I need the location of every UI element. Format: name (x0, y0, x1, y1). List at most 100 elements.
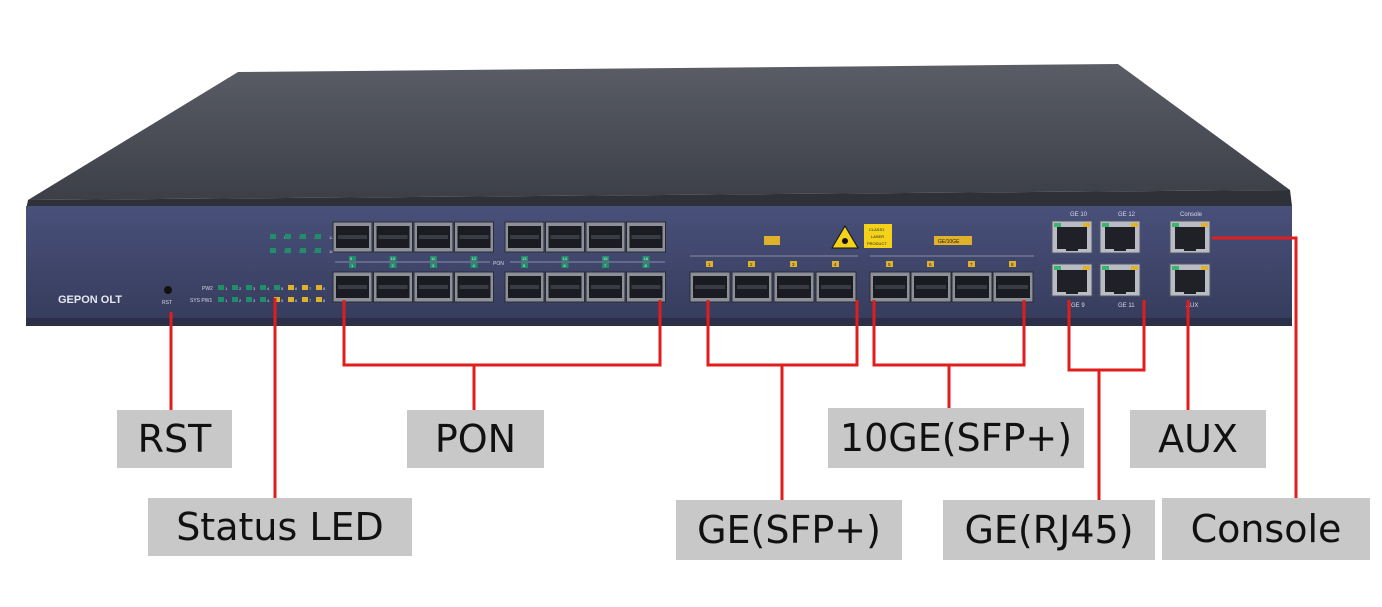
ge-sfp-number: 2 (750, 262, 753, 267)
aux-port[interactable] (1169, 263, 1211, 297)
pon-top-number: 12 (472, 256, 477, 261)
ten-ge-sfp-port-5[interactable] (869, 271, 911, 303)
pon-bottom-number: 5 (523, 263, 526, 268)
callout-pon: PON (407, 410, 544, 468)
pon-top-number: 10 (391, 256, 396, 261)
pon-led (642, 256, 650, 261)
model-label: GEPON OLT (58, 294, 122, 306)
console-port[interactable] (1169, 220, 1211, 254)
status-led (218, 297, 224, 302)
pon-port-4[interactable] (454, 271, 494, 303)
ge-sfp-number: 1 (708, 262, 711, 267)
status-led (300, 248, 306, 253)
pon-led (430, 256, 437, 261)
status-led-number: 8 (323, 286, 326, 291)
status-led (285, 234, 291, 239)
rst-button[interactable] (164, 286, 172, 294)
ten-ge-sfp-port-6[interactable] (910, 271, 952, 303)
pon-port-8[interactable] (626, 271, 666, 303)
status-led-number: 4 (267, 286, 270, 291)
rj45-port-ge9[interactable] (1051, 263, 1093, 297)
laser-warning-dot (842, 238, 848, 244)
status-led-number: 6 (295, 298, 298, 303)
status-led-number: 1 (225, 298, 228, 303)
ge-sfp-port-3[interactable] (773, 271, 815, 303)
ge-rj45-ports (1051, 220, 1211, 297)
ge-sfp-port-4[interactable] (815, 271, 857, 303)
status-led (260, 285, 266, 290)
pon-led (389, 256, 397, 261)
pon-port-14[interactable] (545, 221, 585, 253)
rj45-port-ge12[interactable] (1099, 220, 1141, 254)
status-led-number: 12 (329, 235, 334, 240)
sys-pw1-label: SYS PW1 (190, 298, 212, 304)
laser-warning-icon (831, 225, 859, 249)
pon-led (349, 256, 356, 261)
rj45-callout-line (1067, 300, 1146, 372)
console-port-label: Console (1180, 212, 1203, 218)
ge-label-plate (764, 236, 780, 245)
status-led (270, 234, 276, 239)
ge-sfp-number: 4 (834, 262, 837, 267)
pon-port-2[interactable] (373, 271, 413, 303)
laser-warning-plate (864, 224, 892, 248)
status-led (315, 248, 321, 253)
pon-port-9[interactable] (332, 221, 373, 253)
pon-port-11[interactable] (413, 221, 454, 253)
status-led (285, 248, 291, 253)
status-led (274, 285, 280, 290)
status-led-number: 1 (225, 286, 228, 291)
status-led-number: 2 (239, 286, 242, 291)
pon-bottom-number: 8 (645, 263, 648, 268)
status-led-number: 5 (281, 298, 284, 303)
pon-led (470, 263, 478, 268)
status-led (218, 285, 224, 290)
ge10-sfp-led (927, 261, 934, 267)
callout-ge-sfp: GE(SFP+) (676, 500, 902, 560)
status-led (302, 285, 308, 290)
pon-led (561, 256, 569, 261)
ten-ge-sfp-port-8[interactable] (992, 271, 1034, 303)
rj45-port-ge11[interactable] (1099, 263, 1141, 297)
pon-port-5[interactable] (504, 271, 545, 303)
pon-port-12[interactable] (454, 221, 494, 253)
ge10-sfp-led (968, 261, 975, 267)
callout-10ge-sfp: 10GE(SFP+) (828, 408, 1084, 468)
aux-port-label: AUX (1186, 303, 1198, 309)
pon-led (602, 256, 609, 261)
pon-led (389, 263, 397, 268)
ge10-sfp-number: 6 (929, 262, 932, 267)
ge-sfp-port-1[interactable] (689, 271, 731, 303)
console-callout-line (1212, 236, 1298, 498)
status-led (316, 285, 322, 290)
laser-warning-line3: PRODUCT (867, 241, 887, 246)
pon-led (602, 263, 609, 268)
ge-sfp-port-2[interactable] (731, 271, 773, 303)
status-led (232, 285, 238, 290)
rj45-port-ge10[interactable] (1051, 220, 1093, 254)
ge-sfp-led (706, 261, 713, 267)
status-led-number: 2 (239, 298, 242, 303)
status-led (316, 297, 322, 302)
pon-port-10[interactable] (373, 221, 413, 253)
ten-ge-sfp-port-7[interactable] (951, 271, 993, 303)
pon-bottom-number: 3 (432, 263, 435, 268)
pon-led (470, 256, 478, 261)
status-led-number: 8 (323, 298, 326, 303)
ge10-sfp-number: 8 (1011, 262, 1014, 267)
pon-port-6[interactable] (545, 271, 585, 303)
status-led-number: 16 (329, 249, 334, 254)
pon-port-1[interactable] (332, 271, 373, 303)
pon-top-number: 14 (563, 256, 568, 261)
pon-port-13[interactable] (504, 221, 545, 253)
pon-port-7[interactable] (585, 271, 626, 303)
status-led-number: 6 (295, 286, 298, 291)
pon-port-3[interactable] (413, 271, 454, 303)
pon-bottom-number: 7 (604, 263, 607, 268)
status-led (246, 285, 252, 290)
pon-port-15[interactable] (585, 221, 626, 253)
callout-console: Console (1162, 498, 1370, 560)
status-led (302, 297, 308, 302)
pon-port-16[interactable] (626, 221, 666, 253)
